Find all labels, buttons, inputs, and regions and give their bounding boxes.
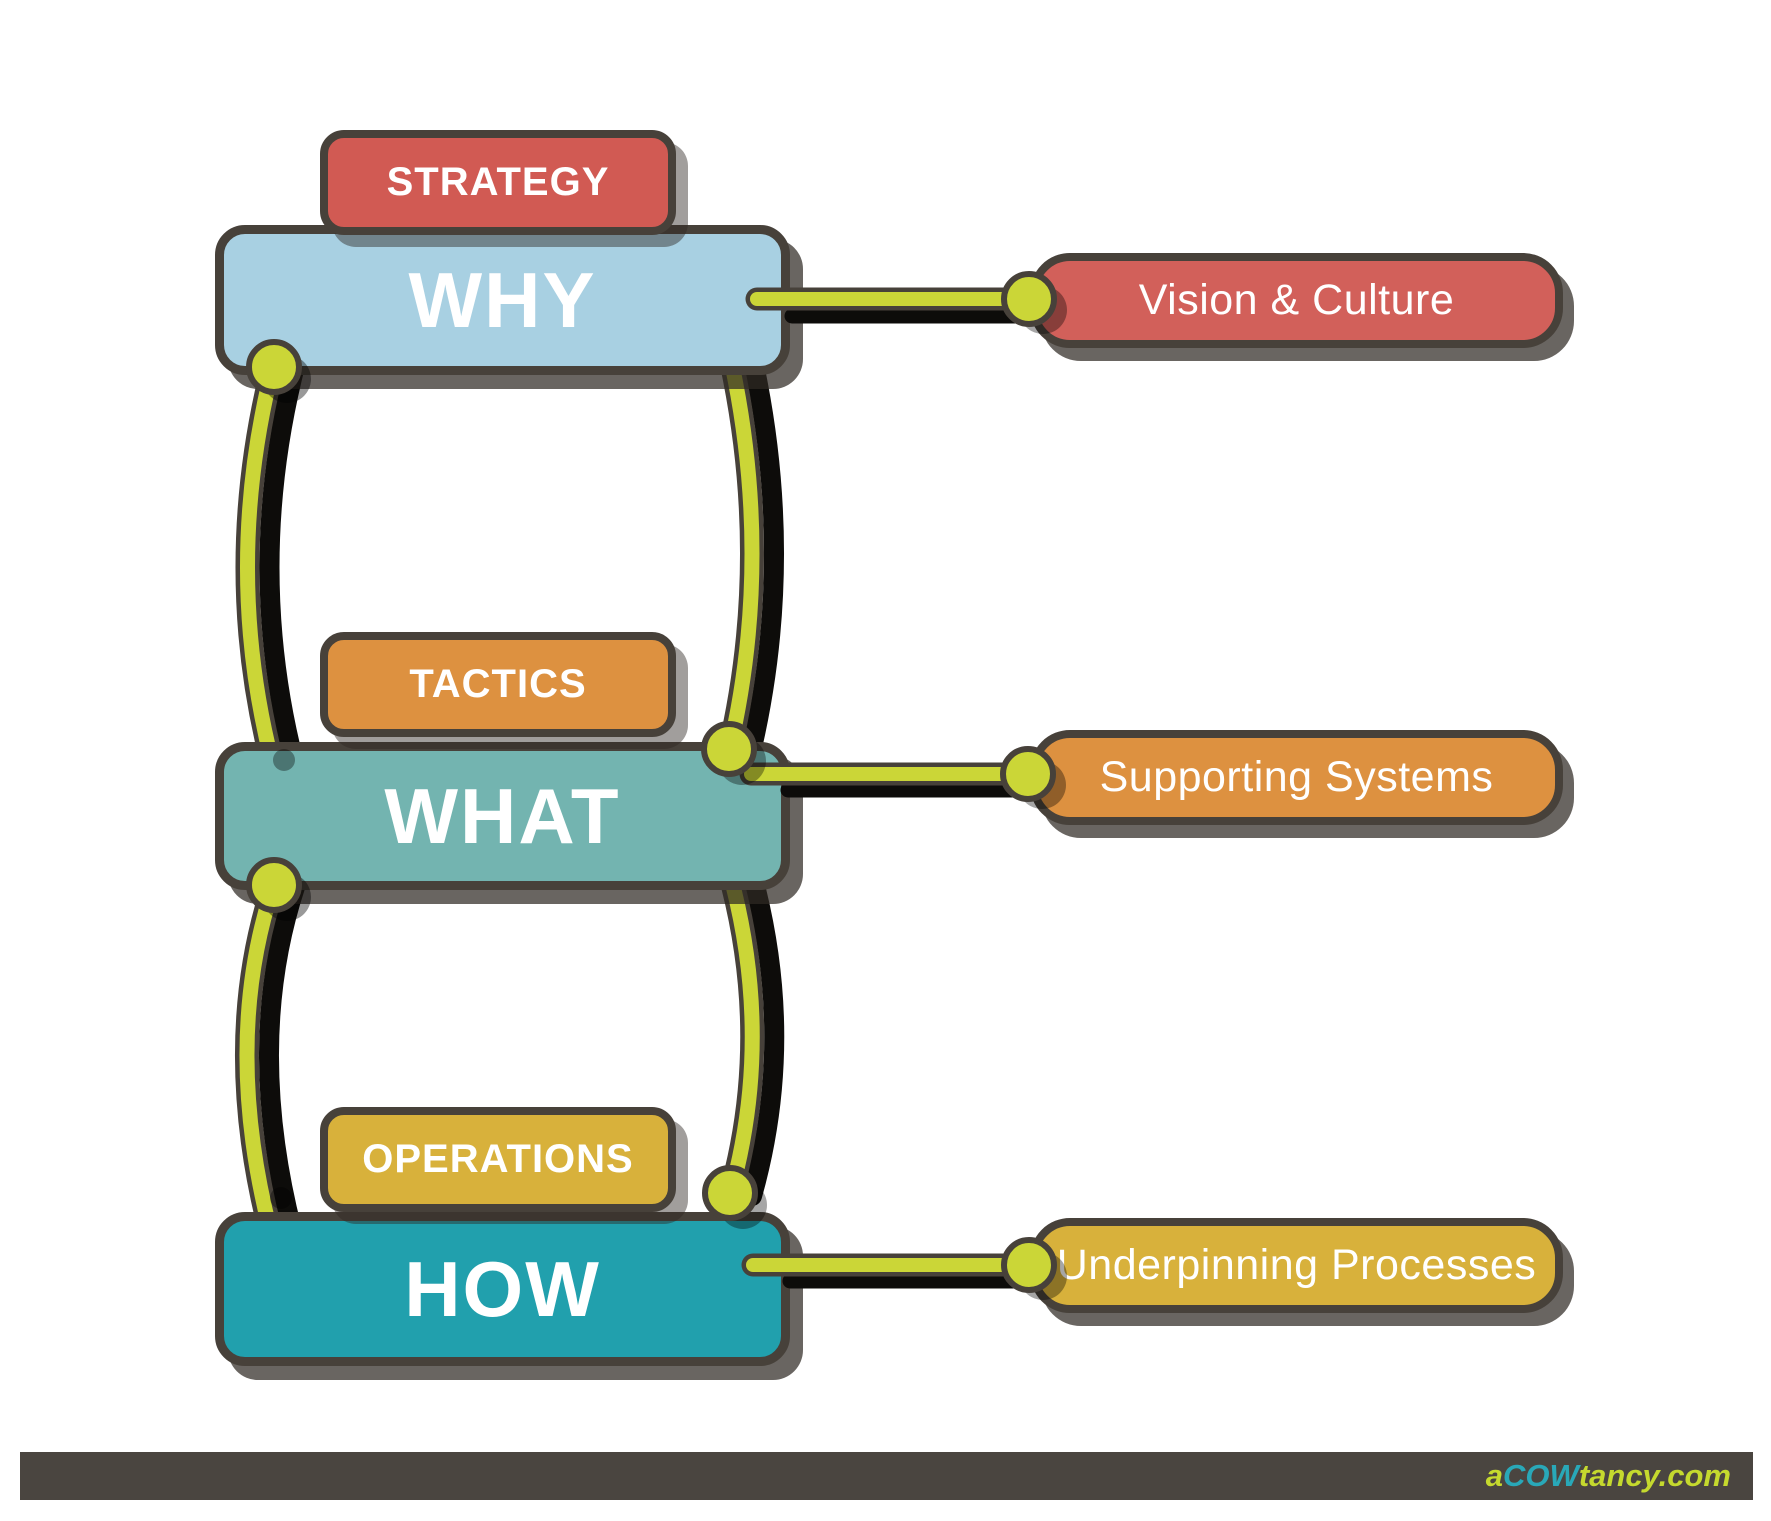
tag-strategy-label: STRATEGY [386,160,610,204]
pill-vision-culture-label: Vision & Culture [1138,276,1455,324]
node-circle [702,1165,758,1221]
brand-prefix: a [1485,1458,1504,1493]
pill-supporting-systems: Supporting Systems [1030,730,1563,825]
connector-why-what-right [721,352,760,760]
connector-shadow-why-what-left [259,352,306,772]
tag-strategy: STRATEGY [320,130,676,235]
brand-logo: aCOWtancy.com [1486,1458,1753,1494]
tag-operations-label: OPERATIONS [362,1137,634,1181]
pill-underpinning-processes-label: Underpinning Processes [1056,1241,1537,1289]
connector-outline-why-what-right [717,348,764,764]
connector-shadow-what-how-right [742,868,785,1206]
connector-outline-what-how-right [718,866,765,1208]
pill-vision-culture: Vision & Culture [1030,253,1563,348]
pill-underpinning-processes: Underpinning Processes [1030,1218,1563,1313]
box-what-label: WHAT [384,771,621,860]
pill-supporting-systems-label: Supporting Systems [1099,753,1494,801]
connector-what-how-right [722,870,760,1204]
box-why: WHY [215,225,790,375]
brand-highlight: COW [1503,1458,1579,1493]
footer-bar: aCOWtancy.com [20,1452,1753,1500]
connector-tip-shadow [270,1187,292,1209]
box-how-label: HOW [404,1244,601,1333]
box-why-label: WHY [408,255,597,344]
connector-outline-what-how-left [234,872,286,1242]
connector-outline-why-what-left [235,350,286,774]
connector-why-what-left [240,354,282,770]
tag-tactics-label: TACTICS [409,662,587,706]
tag-tactics: TACTICS [320,632,676,737]
tag-operations: OPERATIONS [320,1107,676,1212]
brand-suffix: tancy.com [1578,1458,1731,1493]
connector-shadow-why-what-right [741,350,784,762]
box-what: WHAT [215,742,790,890]
connector-what-how-left [239,876,282,1238]
box-how: HOW [215,1212,790,1366]
connector-shadow-what-how-left [258,874,306,1240]
